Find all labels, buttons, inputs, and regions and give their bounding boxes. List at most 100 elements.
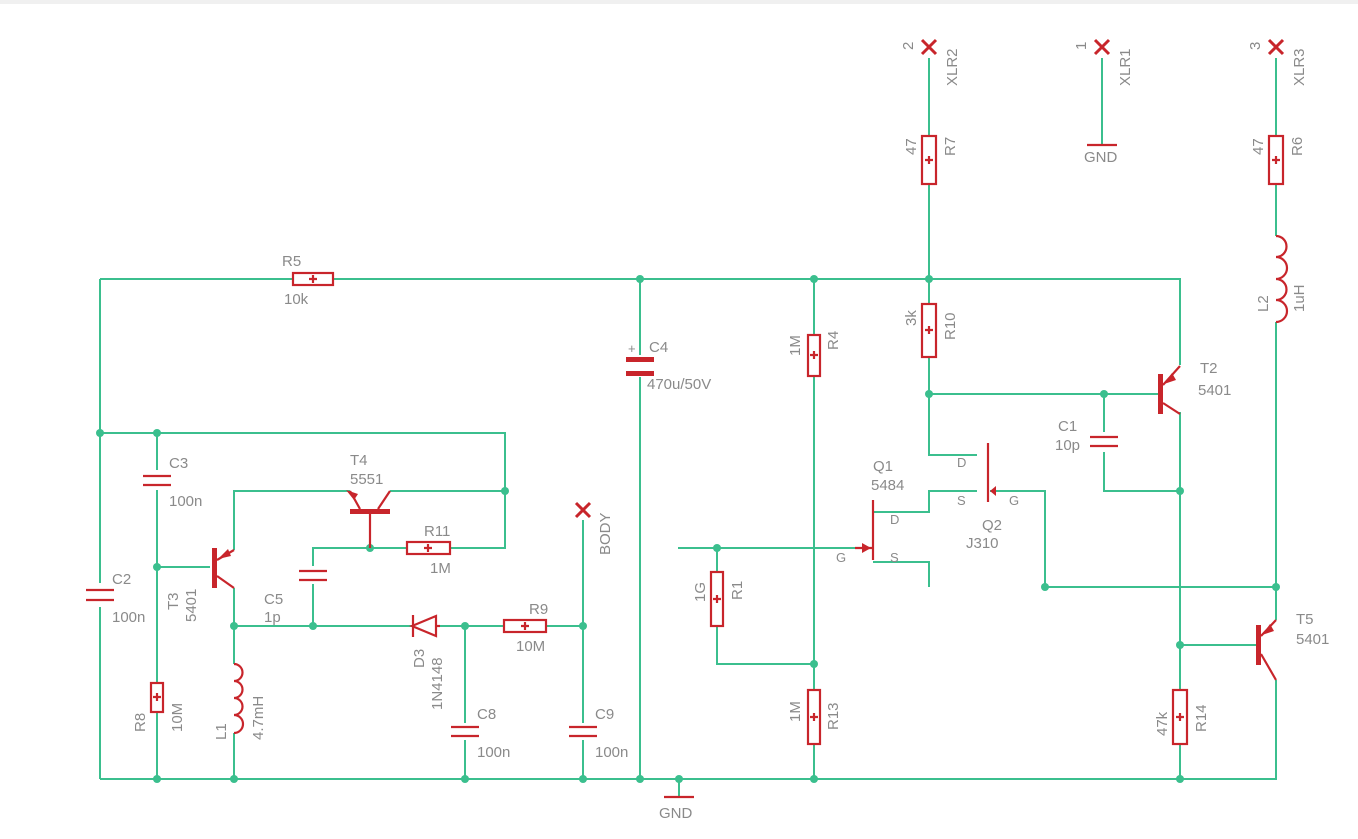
- l1-name: L1: [213, 723, 230, 740]
- junctions: [96, 275, 1280, 783]
- connector-xlr2: 2 XLR2: [900, 38, 961, 86]
- capacitor-c2: C2 100n: [86, 571, 145, 626]
- c8-value: 100n: [477, 744, 510, 761]
- r1-name: R1: [729, 581, 746, 600]
- c1-name: C1: [1058, 418, 1077, 435]
- connector-xlr3: 3 XLR3: [1247, 38, 1308, 86]
- t4-value: 5551: [350, 471, 383, 488]
- connector-xlr1: 1 XLR1: [1073, 38, 1134, 86]
- r14-value: 47k: [1154, 711, 1171, 736]
- q1-name: Q1: [873, 458, 893, 475]
- q2-pin-g: G: [1009, 493, 1019, 508]
- c3-name: C3: [169, 455, 188, 472]
- resistor-r8: R8 10M: [132, 681, 186, 732]
- t3-value: 5401: [183, 589, 200, 622]
- c3-value: 100n: [169, 493, 202, 510]
- c9-name: C9: [595, 706, 614, 723]
- capacitor-c8: C8 100n: [451, 706, 510, 761]
- c4-name: C4: [649, 339, 668, 356]
- r4-value: 1M: [787, 335, 804, 356]
- t2-name: T2: [1200, 360, 1218, 377]
- xlr2-pin: 2: [900, 42, 917, 50]
- c5-value: 1p: [264, 609, 281, 626]
- q1-pin-s: S: [890, 550, 899, 565]
- q2-pin-d: D: [957, 455, 966, 470]
- t4-name: T4: [350, 452, 368, 469]
- xlr3-pin: 3: [1247, 42, 1264, 50]
- jfet-q2: Q2 J310 D S G: [957, 443, 1019, 552]
- t3-name: T3: [165, 592, 182, 610]
- r11-value: 1M: [430, 560, 451, 577]
- capacitor-c9: C9 100n: [569, 706, 628, 761]
- d3-value: 1N4148: [429, 657, 446, 710]
- r4-name: R4: [825, 331, 842, 350]
- inductor-l2: L2 1uH: [1255, 234, 1308, 324]
- r10-name: R10: [942, 312, 959, 340]
- transistor-t2: T2 5401: [1158, 360, 1231, 415]
- xlr1-pin: 1: [1073, 42, 1090, 50]
- resistor-r14: 47k R14: [1154, 688, 1210, 746]
- resistor-r11: R11 1M: [405, 523, 452, 577]
- c1-value: 10p: [1055, 437, 1080, 454]
- q1-pin-g: G: [836, 550, 846, 565]
- resistor-r9: R9 10M: [502, 601, 548, 655]
- resistor-r13: 1M R13: [787, 688, 842, 746]
- r8-value: 10M: [169, 703, 186, 732]
- q1-value: 5484: [871, 477, 904, 494]
- inductor-l1: L1 4.7mH: [213, 662, 267, 740]
- capacitor-c1: C1 10p: [1055, 418, 1118, 454]
- diode-d3: D3 1N4148: [409, 614, 446, 710]
- q2-value: J310: [966, 535, 999, 552]
- resistor-r6: 47 R6: [1250, 134, 1306, 186]
- gnd-symbol-bottom: GND: [659, 779, 694, 822]
- transistor-t3: T3 5401: [165, 548, 235, 622]
- wires: [99, 58, 1277, 780]
- t2-value: 5401: [1198, 382, 1231, 399]
- gnd-symbol-top: GND: [1084, 143, 1118, 166]
- jfet-q1: Q1 5484 D G S: [836, 458, 904, 565]
- r7-value: 47: [903, 138, 920, 155]
- q1-pin-d: D: [890, 512, 899, 527]
- transistor-t5: T5 5401: [1256, 611, 1329, 681]
- r5-name: R5: [282, 253, 301, 270]
- xlr3-name: XLR3: [1291, 48, 1308, 86]
- c4-plus-mark: +: [628, 341, 636, 356]
- r9-name: R9: [529, 601, 548, 618]
- resistor-r1: 1G R1: [692, 570, 746, 628]
- resistor-r7: 47 R7: [903, 134, 959, 186]
- r11-name: R11: [424, 523, 450, 540]
- r6-value: 47: [1250, 138, 1267, 155]
- d3-name: D3: [411, 649, 428, 668]
- c8-name: C8: [477, 706, 496, 723]
- resistor-r4: 1M R4: [787, 331, 842, 378]
- gnd-bottom-label: GND: [659, 805, 693, 822]
- resistor-r10: 3k R10: [903, 302, 959, 359]
- r5-value: 10k: [284, 291, 309, 308]
- c4-value: 470u/50V: [647, 376, 711, 393]
- r13-value: 1M: [787, 701, 804, 722]
- l2-value: 1uH: [1291, 284, 1308, 312]
- r13-name: R13: [825, 702, 842, 730]
- resistor-r5: R5 10k: [282, 253, 335, 308]
- capacitor-c4: + C4 470u/50V: [626, 339, 711, 393]
- xlr1-name: XLR1: [1117, 48, 1134, 86]
- l2-name: L2: [1255, 295, 1272, 312]
- capacitor-c3: C3 100n: [143, 455, 202, 510]
- r10-value: 3k: [903, 310, 920, 326]
- l1-value: 4.7mH: [250, 696, 267, 740]
- q2-pin-s: S: [957, 493, 966, 508]
- r14-name: R14: [1193, 704, 1210, 732]
- r9-value: 10M: [516, 638, 545, 655]
- c2-name: C2: [112, 571, 131, 588]
- transistor-t4: T4 5551: [346, 452, 391, 548]
- window-top-bar: [0, 0, 1358, 4]
- r6-name: R6: [1289, 137, 1306, 156]
- capacitor-c5: C5 1p: [264, 569, 327, 626]
- gnd-top-label: GND: [1084, 149, 1118, 166]
- t5-name: T5: [1296, 611, 1314, 628]
- r7-name: R7: [942, 137, 959, 156]
- xlr2-name: XLR2: [944, 48, 961, 86]
- c9-value: 100n: [595, 744, 628, 761]
- c2-value: 100n: [112, 609, 145, 626]
